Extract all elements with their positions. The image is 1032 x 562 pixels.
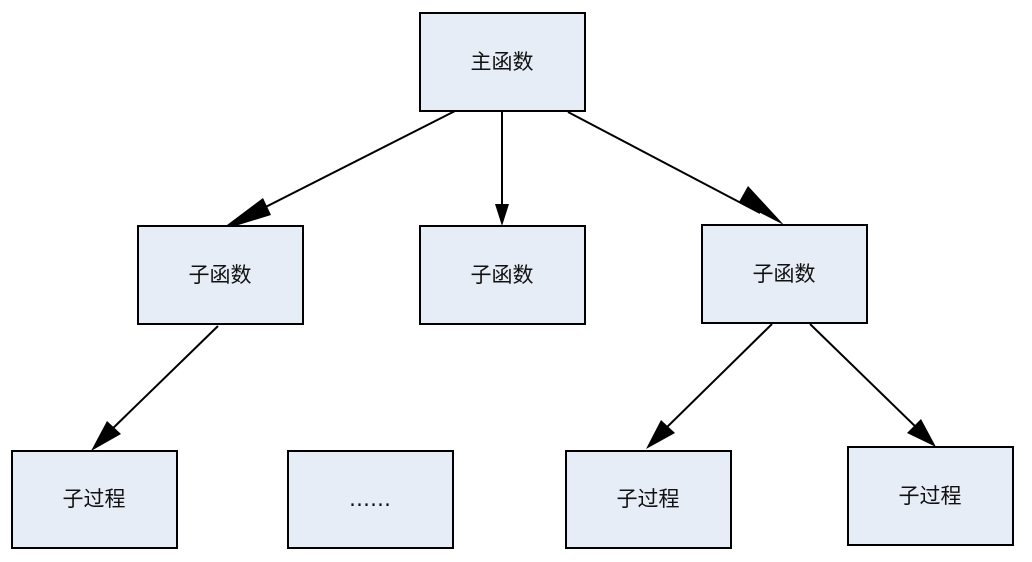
node-main-function: 主函数 (419, 12, 586, 112)
node-main-function-label: 主函数 (471, 50, 534, 74)
node-ellipsis-label: …… (349, 487, 391, 511)
node-sub-function-middle: 子函数 (419, 225, 586, 325)
node-ellipsis: …… (287, 450, 454, 549)
edge-main-to-sub-right (567, 111, 784, 225)
node-sub-function-middle-label: 子函数 (471, 263, 534, 287)
edge-sub-right-to-proc-right-b (809, 323, 936, 447)
edge-sub-right-to-proc-right-a (646, 323, 773, 449)
node-subprocess-right-b: 子过程 (847, 446, 1014, 546)
node-subprocess-right-a: 子过程 (565, 450, 732, 549)
node-subprocess-left-label: 子过程 (63, 487, 126, 511)
node-subprocess-right-a-label: 子过程 (617, 487, 680, 511)
edge-main-to-sub-middle (495, 111, 509, 226)
node-sub-function-left-label: 子函数 (189, 263, 252, 287)
node-sub-function-left: 子函数 (137, 225, 304, 325)
node-sub-function-right: 子函数 (701, 224, 868, 324)
edge-main-to-sub-left (219, 110, 456, 231)
edge-sub-left-to-proc-left (91, 325, 219, 451)
node-subprocess-left: 子过程 (11, 450, 178, 549)
node-subprocess-right-b-label: 子过程 (899, 484, 962, 508)
node-sub-function-right-label: 子函数 (753, 262, 816, 286)
